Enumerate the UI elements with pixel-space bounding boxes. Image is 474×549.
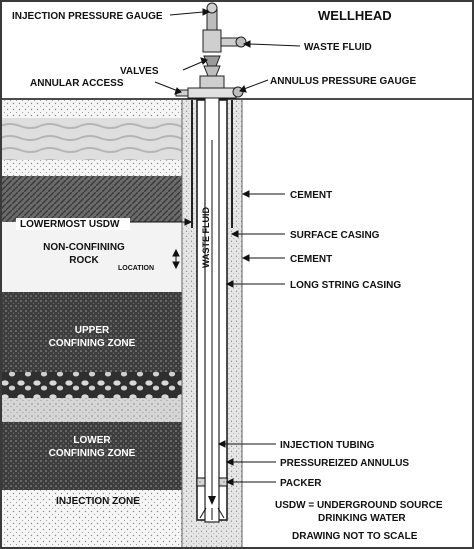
packer-right (219, 478, 227, 486)
label-annular-access: ANNULAR ACCESS (30, 78, 124, 89)
label-valves: VALVES (120, 66, 159, 77)
label-pressurized-annulus: PRESSUREIZED ANNULUS (280, 458, 409, 469)
strata-left (2, 100, 182, 547)
label-injection-pressure-gauge: INJECTION PRESSURE GAUGE (12, 11, 163, 22)
label-upper-confining-1: UPPER (75, 325, 110, 336)
stratum-topsoil (2, 100, 182, 118)
stratum-hatched (2, 176, 182, 222)
label-injection-zone: INJECTION ZONE (56, 496, 140, 507)
label-lowermost-usdw: LOWERMOST USDW (20, 219, 120, 230)
note-scale: DRAWING NOT TO SCALE (292, 531, 418, 542)
label-packer: PACKER (280, 478, 322, 489)
stratum-sand-1 (2, 160, 182, 176)
packer-left (197, 478, 205, 486)
label-location: LOCATION (118, 265, 154, 272)
label-wellhead: WELLHEAD (318, 8, 392, 23)
label-upper-confining-2: CONFINING ZONE (49, 338, 136, 349)
stratum-pebble (2, 372, 182, 398)
label-lower-confining-2: CONFINING ZONE (49, 448, 136, 459)
label-non-confining-1: NON-CONFINING (43, 242, 125, 253)
label-cement-lower: CEMENT (290, 254, 332, 265)
note-usdw-1: USDW = UNDERGROUND SOURCE (275, 500, 443, 511)
label-waste-fluid: WASTE FLUID (304, 42, 372, 53)
stratum-mid (2, 398, 182, 422)
note-usdw-2: DRINKING WATER (318, 513, 406, 524)
label-injection-tubing: INJECTION TUBING (280, 440, 375, 451)
stratum-wavy-light (2, 118, 182, 160)
label-long-string-casing: LONG STRING CASING (290, 280, 401, 291)
label-lower-confining-1: LOWER (73, 435, 111, 446)
label-non-confining-2: ROCK (69, 255, 99, 266)
label-cement-upper: CEMENT (290, 190, 332, 201)
label-waste-fluid-vertical: WASTE FLUID (201, 207, 211, 268)
label-annulus-pressure-gauge: ANNULUS PRESSURE GAUGE (270, 76, 416, 87)
label-surface-casing: SURFACE CASING (290, 230, 380, 241)
